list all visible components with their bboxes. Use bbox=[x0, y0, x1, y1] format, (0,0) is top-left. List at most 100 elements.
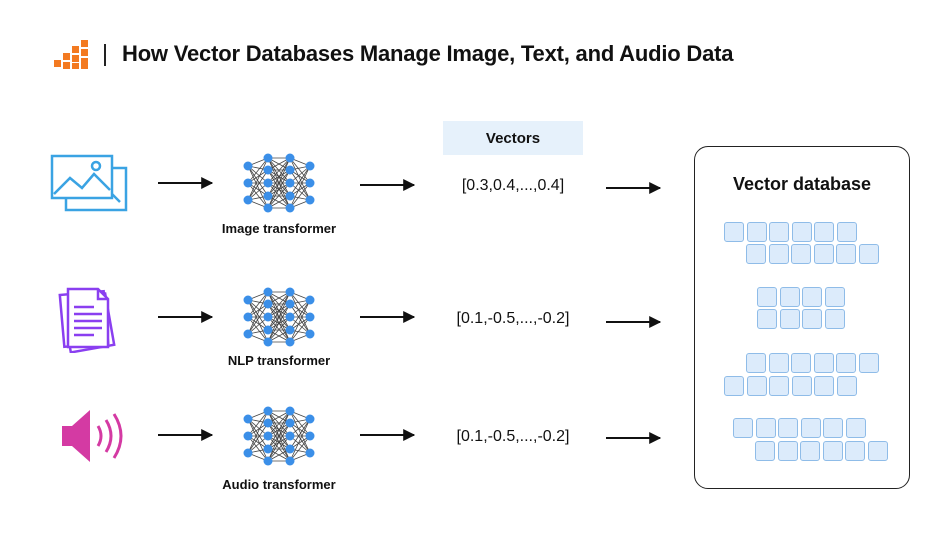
vector-cell bbox=[755, 441, 775, 461]
bar-chart-logo-icon bbox=[54, 40, 88, 69]
network-node bbox=[243, 195, 253, 205]
page-title: How Vector Databases Manage Image, Text,… bbox=[122, 41, 734, 66]
transformer-label-audio: Audio transformer bbox=[222, 477, 336, 492]
vector-cell bbox=[836, 222, 857, 242]
vector-cell bbox=[791, 353, 811, 373]
network-node bbox=[243, 329, 253, 339]
network-node bbox=[263, 312, 273, 322]
network-node bbox=[285, 287, 295, 297]
vector-cell bbox=[779, 287, 800, 307]
vector-cell bbox=[777, 441, 798, 461]
vector-cell bbox=[746, 222, 767, 242]
vector-cell bbox=[823, 418, 843, 438]
vector-cell bbox=[768, 353, 789, 373]
vector-cell bbox=[845, 418, 866, 438]
vector-cell bbox=[791, 376, 812, 396]
header-divider bbox=[104, 44, 106, 66]
vector-cell bbox=[733, 418, 753, 438]
network-node bbox=[305, 329, 315, 339]
network-node bbox=[285, 299, 295, 309]
vector-cell bbox=[779, 309, 800, 329]
vector-database-box bbox=[694, 146, 910, 489]
vector-cell bbox=[724, 376, 744, 396]
neural-network-icon bbox=[243, 287, 315, 347]
vector-cell bbox=[768, 244, 789, 264]
vector-value-image: [0.3,0.4,...,0.4] bbox=[461, 177, 565, 194]
vector-cell bbox=[755, 418, 776, 438]
network-node bbox=[243, 312, 253, 322]
vector-cell bbox=[813, 353, 834, 373]
neural-network-icon bbox=[243, 153, 315, 213]
network-node bbox=[305, 295, 315, 305]
network-node bbox=[263, 299, 273, 309]
vector-cell bbox=[836, 353, 856, 373]
arrow-row-2 bbox=[158, 311, 662, 328]
vector-cell bbox=[800, 441, 820, 461]
vector-cell bbox=[814, 376, 834, 396]
vector-cell bbox=[813, 244, 834, 264]
transformer-label-image: Image transformer bbox=[221, 221, 337, 236]
network-node bbox=[285, 312, 295, 322]
network-node bbox=[263, 337, 273, 347]
vector-cell bbox=[778, 418, 798, 438]
network-node bbox=[285, 418, 295, 428]
network-node bbox=[243, 414, 253, 424]
network-node bbox=[285, 325, 295, 335]
network-node bbox=[263, 191, 273, 201]
vector-cell bbox=[791, 244, 811, 264]
vector-cell bbox=[746, 244, 766, 264]
network-node bbox=[305, 178, 315, 188]
vector-value-text: [0.1,-0.5,...,-0.2] bbox=[456, 310, 570, 327]
arrow-row-1 bbox=[158, 177, 662, 194]
network-node bbox=[263, 444, 273, 454]
vector-cell bbox=[814, 222, 834, 242]
vector-cell bbox=[724, 222, 744, 242]
network-node bbox=[243, 178, 253, 188]
network-node bbox=[305, 161, 315, 171]
vector-database-title: Vector database bbox=[732, 174, 872, 194]
vector-cell bbox=[746, 376, 767, 396]
network-node bbox=[243, 431, 253, 441]
vector-cell bbox=[824, 309, 845, 329]
document-icon bbox=[58, 287, 116, 353]
network-node bbox=[263, 203, 273, 213]
vector-value-audio: [0.1,-0.5,...,-0.2] bbox=[456, 428, 570, 445]
network-node bbox=[263, 165, 273, 175]
header: How Vector Databases Manage Image, Text,… bbox=[0, 0, 944, 100]
network-node bbox=[285, 337, 295, 347]
network-node bbox=[285, 178, 295, 188]
vector-cell bbox=[800, 418, 821, 438]
network-node bbox=[263, 456, 273, 466]
network-node bbox=[243, 295, 253, 305]
vector-cell bbox=[802, 287, 822, 307]
network-node bbox=[285, 191, 295, 201]
vector-cell bbox=[757, 309, 777, 329]
network-node bbox=[305, 195, 315, 205]
network-node bbox=[263, 325, 273, 335]
vector-cell bbox=[791, 222, 812, 242]
vector-cell bbox=[845, 441, 865, 461]
network-node bbox=[285, 431, 295, 441]
vector-cell bbox=[836, 376, 857, 396]
network-node bbox=[285, 456, 295, 466]
image-icon bbox=[50, 154, 128, 212]
network-node bbox=[285, 165, 295, 175]
network-node bbox=[285, 406, 295, 416]
neural-network-icon bbox=[243, 406, 315, 466]
network-node bbox=[263, 153, 273, 163]
speaker-icon bbox=[62, 410, 123, 462]
network-node bbox=[305, 414, 315, 424]
network-node bbox=[305, 448, 315, 458]
network-node bbox=[243, 448, 253, 458]
network-node bbox=[263, 406, 273, 416]
vector-cell bbox=[822, 441, 843, 461]
network-node bbox=[285, 203, 295, 213]
network-node bbox=[285, 153, 295, 163]
network-node bbox=[305, 431, 315, 441]
vector-cell bbox=[757, 287, 777, 307]
network-node bbox=[263, 287, 273, 297]
arrow-row-3 bbox=[158, 429, 662, 444]
vector-cell bbox=[824, 287, 845, 307]
